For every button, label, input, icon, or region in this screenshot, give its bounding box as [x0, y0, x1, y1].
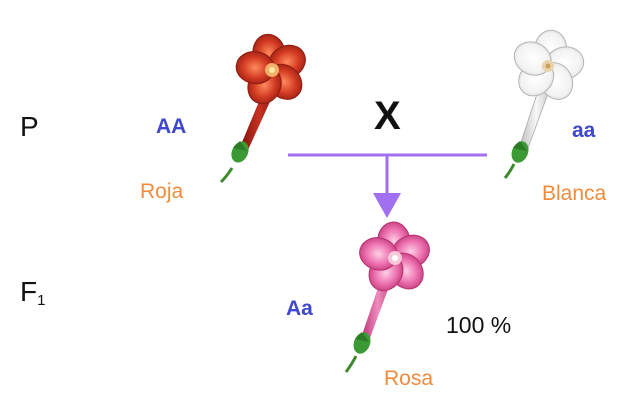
left-parent-phenotype: Roja [140, 180, 184, 203]
arrow-down-icon [373, 193, 401, 218]
generation-f-base: F [20, 276, 38, 307]
cross-connector [288, 153, 487, 218]
offspring-percentage: 100 % [446, 312, 512, 338]
red-flower-icon [219, 33, 306, 184]
generation-f1-label: F1 [20, 276, 46, 309]
generation-f-subscript: 1 [37, 292, 46, 309]
white-flower-icon [503, 29, 585, 179]
right-parent-phenotype: Blanca [542, 182, 607, 205]
offspring-phenotype: Rosa [384, 367, 434, 390]
cross-symbol: X [374, 94, 401, 138]
pink-flower-icon [344, 221, 430, 373]
right-parent-genotype: aa [572, 119, 596, 142]
left-parent-genotype: AA [156, 115, 187, 138]
offspring-genotype: Aa [286, 297, 313, 320]
generation-p-label: P [20, 111, 39, 142]
